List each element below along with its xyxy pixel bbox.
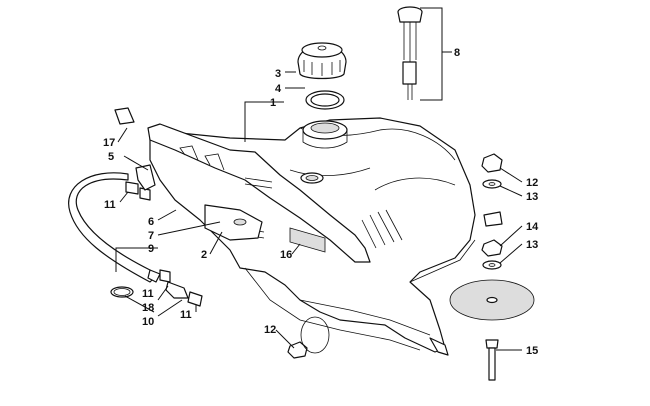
pad-lower xyxy=(300,316,330,354)
callout-11-right: 11 xyxy=(180,309,192,321)
washer-13-upper xyxy=(482,179,502,189)
leader-lines xyxy=(115,7,523,351)
callout-12-upper: 12 xyxy=(526,177,538,189)
callout-11-mid: 11 xyxy=(142,288,154,300)
grommet xyxy=(483,211,503,227)
cap-gasket xyxy=(305,90,345,110)
fuel-level-sender xyxy=(397,6,423,100)
callout-18: 18 xyxy=(142,302,154,314)
vent-valve xyxy=(114,107,156,191)
hose-clamp xyxy=(110,286,134,298)
nut-12-lower xyxy=(287,341,308,359)
callout-14: 14 xyxy=(526,221,539,233)
callout-5: 5 xyxy=(108,151,114,163)
bracket xyxy=(204,204,263,241)
callout-8: 8 xyxy=(454,47,460,59)
callout-4: 4 xyxy=(275,83,282,95)
fitting-upper xyxy=(125,181,151,201)
callout-10: 10 xyxy=(142,316,154,328)
callout-12-lower: 12 xyxy=(264,324,276,336)
callout-3: 3 xyxy=(275,68,281,80)
vent-hose xyxy=(68,172,161,283)
nut-12-upper xyxy=(481,153,503,173)
callout-16: 16 xyxy=(280,249,292,261)
callout-17: 17 xyxy=(103,137,115,149)
callout-15: 15 xyxy=(526,345,538,357)
washer-13-lower xyxy=(482,260,502,270)
callout-13-lower: 13 xyxy=(526,239,538,251)
callout-9: 9 xyxy=(148,243,154,255)
nut-14 xyxy=(481,239,503,257)
callout-6: 6 xyxy=(148,216,154,228)
callout-11-upper: 11 xyxy=(104,199,116,211)
bolt-15 xyxy=(485,339,499,381)
mounting-pad xyxy=(449,279,535,321)
callout-1: 1 xyxy=(270,97,276,109)
callout-7: 7 xyxy=(148,230,154,242)
callout-13-upper: 13 xyxy=(526,191,538,203)
callout-2: 2 xyxy=(201,249,207,261)
fuel-tank xyxy=(147,117,476,356)
fuel-cap xyxy=(297,42,347,80)
